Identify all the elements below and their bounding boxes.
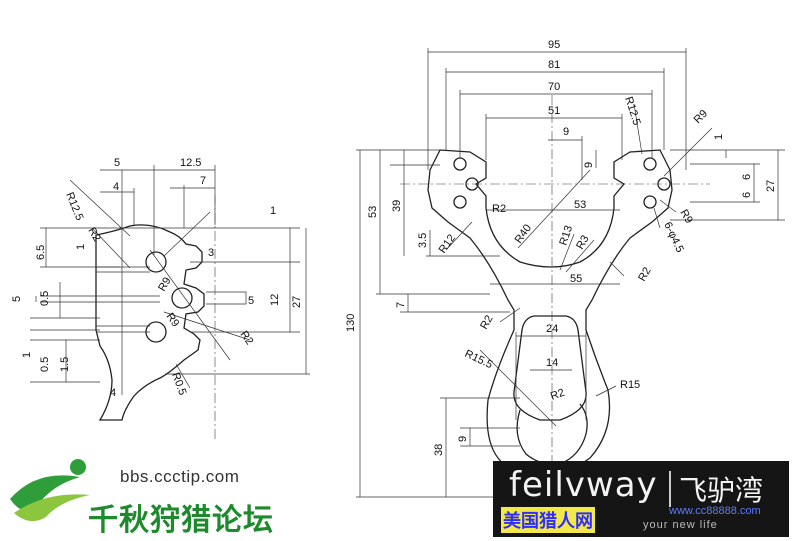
label-r9-a: R9	[692, 108, 710, 126]
leader-r2-c	[499, 307, 521, 323]
label-r3: R3	[574, 233, 591, 251]
label-5-v: 5	[11, 296, 23, 302]
feilvway-watermark: feilvway 飞驴湾 美国猎人网 your new life www.cc8…	[493, 461, 789, 537]
feilvway-url: www.cc88888.com	[669, 505, 761, 517]
label-39: 39	[391, 200, 403, 212]
left-view-outline	[95, 224, 205, 421]
leader-r12-5	[633, 103, 643, 155]
label-6-5: 6.5	[35, 245, 47, 260]
slingshot-outline	[427, 149, 673, 479]
leader-r15-5	[479, 349, 557, 427]
label-24: 24	[546, 323, 558, 335]
label-12-5: 12.5	[180, 157, 201, 169]
leader-r9-b	[163, 311, 251, 341]
label-1-a: 1	[75, 244, 87, 250]
label-r12: R12	[437, 232, 458, 255]
hole	[643, 195, 657, 209]
label-95: 95	[548, 39, 560, 51]
right-view: 95 81 70 51 R12.5 R9 9 9 1 53 39 R2 53 R…	[345, 39, 785, 498]
label-1-b: 1	[21, 352, 33, 358]
label-3: 3	[208, 247, 214, 259]
leader-r2	[91, 227, 131, 269]
label-70: 70	[548, 81, 560, 93]
brand-separator	[669, 471, 671, 507]
label-r9-b: R9	[164, 311, 182, 329]
label-27: 27	[765, 180, 777, 192]
label-r9-a: R9	[156, 275, 173, 293]
leader-r9	[163, 211, 211, 257]
label-0-5-a: 0.5	[39, 291, 51, 306]
label-38: 38	[433, 444, 445, 456]
label-51: 51	[548, 105, 560, 117]
label-7: 7	[395, 302, 407, 308]
label-r0-5: R0.5	[169, 371, 188, 397]
label-4-b: 4	[110, 387, 116, 399]
label-r12-5: R12.5	[622, 95, 642, 127]
hole	[643, 157, 657, 171]
label-r2-b: R2	[636, 265, 653, 283]
label-7: 7	[200, 175, 206, 187]
label-r13: R13	[557, 224, 575, 247]
leader-r15	[595, 385, 617, 397]
label-r2-a: R2	[492, 203, 506, 215]
label-12: 12	[269, 294, 281, 306]
label-4: 4	[113, 181, 119, 193]
left-notch	[206, 291, 247, 305]
leader-r9-a	[663, 127, 713, 177]
label-9-v: 9	[583, 162, 595, 168]
label-14: 14	[546, 357, 558, 369]
label-r2-d: R2	[549, 387, 566, 403]
label-holes: 6-φ4.5	[661, 220, 685, 254]
hole	[453, 157, 467, 171]
leader-r3	[149, 249, 231, 361]
leader-r0-5	[175, 363, 191, 389]
feilvway-chinese-name: 飞驴湾	[679, 474, 764, 507]
leader-r9-b	[659, 199, 677, 213]
left-hole-bottom	[145, 321, 167, 343]
leader-r2-b	[609, 261, 625, 277]
label-5-r: 5	[248, 295, 254, 307]
leader-r13	[559, 233, 575, 271]
label-1-5: 1.5	[59, 357, 71, 372]
label-r2-b: R2	[238, 329, 256, 347]
leader-holes	[653, 207, 661, 229]
label-81: 81	[548, 59, 560, 71]
label-55: 55	[570, 273, 582, 285]
label-9-low: 9	[457, 436, 469, 442]
hole	[453, 195, 467, 209]
label-r12-5: R12.5	[63, 191, 85, 223]
forum-site-url: bbs.ccctip.com	[120, 467, 240, 486]
leaf-logo-icon	[10, 459, 90, 522]
label-r9-b: R9	[677, 208, 694, 226]
left-hole-top	[145, 251, 167, 273]
label-1-top: 1	[270, 205, 276, 217]
feilvway-tagline: your new life	[643, 519, 718, 531]
label-9-top: 9	[563, 126, 569, 138]
leader-r40	[517, 169, 591, 249]
label-130: 130	[345, 314, 357, 332]
leader-r12-5	[69, 179, 131, 237]
label-1: 1	[713, 134, 725, 140]
leader-r12	[445, 221, 473, 251]
label-6-a: 6	[741, 174, 753, 180]
label-53-v: 53	[367, 206, 379, 218]
label-r2-c: R2	[478, 313, 495, 331]
feilvway-brand: feilvway	[509, 465, 658, 505]
feilvway-subtitle: 美国猎人网	[501, 507, 595, 533]
label-53-h: 53	[574, 199, 586, 211]
label-6-b: 6	[741, 192, 753, 198]
label-r15-5: R15.5	[463, 348, 495, 371]
left-view: R12.5 5 12.5 4 7 1 R2 6.5 1 3 R9 5 0.5 5…	[11, 157, 310, 440]
label-5: 5	[114, 157, 120, 169]
label-27: 27	[291, 296, 303, 308]
forum-watermark: bbs.ccctip.com 千秋狩猎论坛	[6, 455, 306, 538]
label-3-5: 3.5	[417, 233, 429, 248]
leader-r3	[565, 239, 595, 273]
label-r15: R15	[620, 379, 640, 391]
forum-name: 千秋狩猎论坛	[88, 503, 274, 538]
left-hole-mid	[171, 287, 193, 309]
label-0-5-b: 0.5	[39, 357, 51, 372]
